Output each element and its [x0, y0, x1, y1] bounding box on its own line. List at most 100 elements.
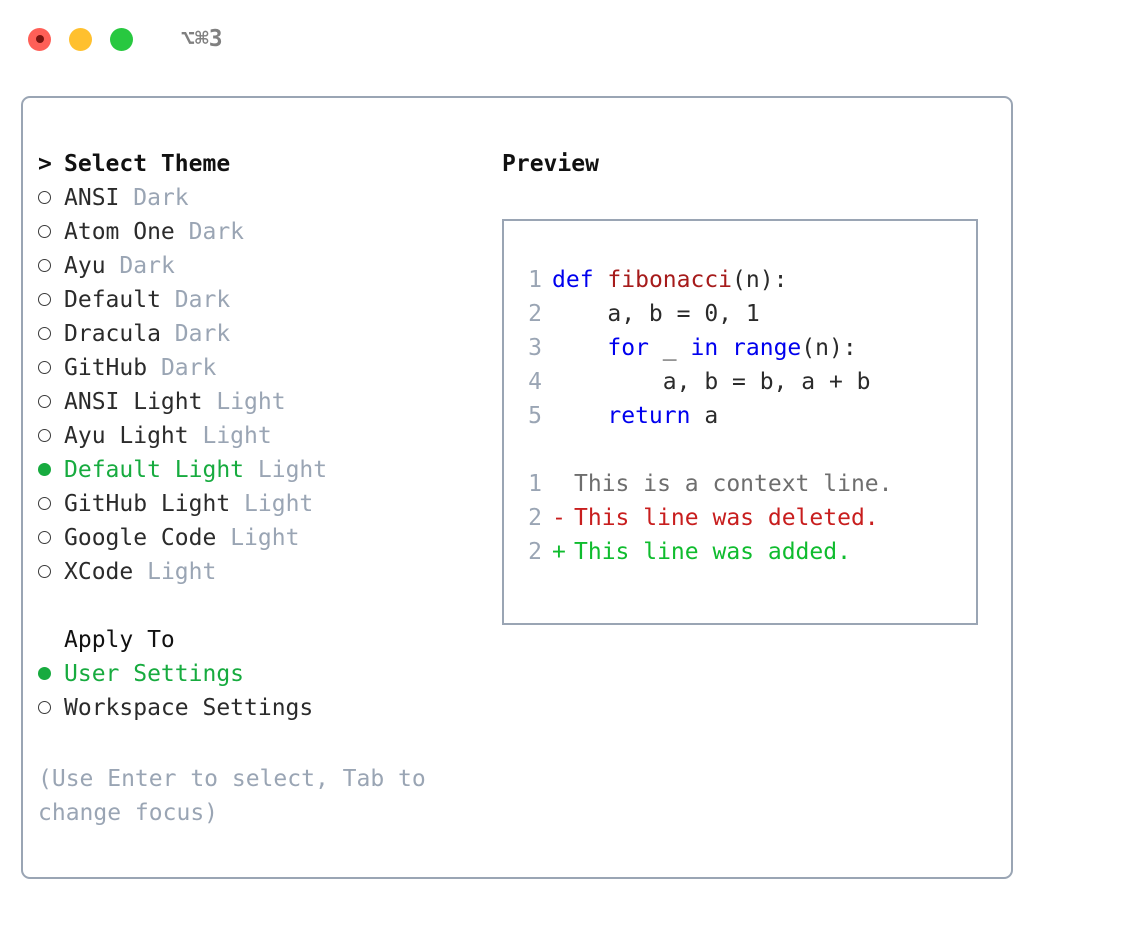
theme-option-dracula[interactable]: Dracula Dark [38, 317, 488, 351]
apply-to-option-workspace-settings[interactable]: Workspace Settings [38, 691, 488, 725]
minimize-window-icon[interactable] [69, 27, 92, 51]
theme-option-label: GitHub [64, 355, 148, 381]
list-gap [38, 589, 488, 623]
code-line-number: 1 [528, 267, 542, 293]
code-token: a, b = b, a + b [552, 369, 871, 395]
theme-option-tag: Light [244, 491, 314, 517]
radio-unselected-icon [38, 224, 51, 238]
radio-unselected-icon [38, 360, 51, 374]
code-line: 3 for _ in range(n): [516, 331, 970, 365]
code-token: return [607, 403, 691, 429]
theme-option-tag: Light [216, 389, 286, 415]
theme-option-tag: Dark [160, 355, 217, 381]
theme-option-default[interactable]: Default Dark [38, 283, 488, 317]
theme-option-tag: Light [257, 457, 328, 483]
diff-sign: + [552, 539, 566, 565]
theme-option-ansi[interactable]: ANSI Dark [38, 181, 488, 215]
code-line: 2 a, b = 0, 1 [516, 297, 970, 331]
code-token [552, 335, 607, 361]
close-window-icon[interactable] [28, 27, 51, 51]
apply-to-option-user-settings[interactable]: User Settings [38, 657, 488, 691]
theme-option-default-light[interactable]: Default Light Light [38, 453, 488, 487]
code-line-number: 5 [528, 403, 542, 429]
code-token: def [552, 267, 594, 293]
theme-option-ansi-light[interactable]: ANSI Light Light [38, 385, 488, 419]
theme-option-tag: Dark [174, 321, 231, 347]
code-token: in [690, 335, 719, 361]
code-line: 5 return a [516, 399, 970, 433]
diff-sign: - [552, 505, 566, 531]
theme-option-tag: Light [147, 559, 217, 585]
radio-unselected-icon [38, 258, 51, 272]
code-token: a, b = 0, 1 [552, 301, 760, 327]
theme-option-label: Default Light [64, 457, 245, 483]
window-titlebar: ⌥⌘3 [0, 0, 1140, 78]
code-token: fibonacci [607, 267, 733, 293]
theme-option-label: ANSI [64, 185, 120, 211]
code-token: for [607, 335, 649, 361]
diff-line: 1 This is a context line. [516, 467, 970, 501]
theme-option-label: Dracula [64, 321, 161, 347]
keyboard-hint: (Use Enter to select, Tab to change focu… [38, 766, 440, 826]
theme-option-label: Ayu Light [64, 423, 189, 449]
code-line-number: 3 [528, 335, 542, 361]
radio-unselected-icon [38, 564, 51, 578]
radio-unselected-icon [38, 496, 51, 510]
diff-line-number: 2 [528, 539, 542, 565]
radio-unselected-icon [38, 190, 51, 204]
apply-to-option-label: User Settings [64, 661, 245, 687]
diff-text: This line was deleted. [574, 505, 879, 531]
radio-selected-icon [38, 666, 51, 680]
diff-line-number: 2 [528, 505, 542, 531]
window-title: ⌥⌘3 [181, 26, 223, 52]
select-theme-heading: > Select Theme [38, 147, 488, 181]
theme-option-github[interactable]: GitHub Dark [38, 351, 488, 385]
radio-selected-icon [38, 462, 51, 476]
diff-text: This is a context line. [574, 471, 893, 497]
theme-option-tag: Light [230, 525, 300, 551]
select-theme-heading-label: Select Theme [64, 151, 231, 177]
prompt-caret-icon: > [38, 151, 66, 177]
apply-to-heading: Apply To [64, 627, 175, 653]
theme-option-label: XCode [64, 559, 134, 585]
theme-option-google-code[interactable]: Google Code Light [38, 521, 488, 555]
radio-unselected-icon [38, 394, 51, 408]
code-line-number: 4 [528, 369, 542, 395]
code-token [718, 335, 732, 361]
theme-option-github-light[interactable]: GitHub Light Light [38, 487, 488, 521]
theme-option-xcode[interactable]: XCode Light [38, 555, 488, 589]
code-token: (n): [801, 335, 857, 361]
code-line: 4 a, b = b, a + b [516, 365, 970, 399]
radio-unselected-icon [38, 292, 51, 306]
diff-line-number: 1 [528, 471, 542, 497]
diff-sign [552, 467, 574, 501]
theme-option-tag: Dark [119, 253, 175, 279]
traffic-light-group [28, 27, 133, 51]
theme-option-tag: Dark [188, 219, 245, 245]
theme-option-ayu-light[interactable]: Ayu Light Light [38, 419, 488, 453]
code-token: range [732, 335, 802, 361]
diff-text: This line was added. [574, 539, 851, 565]
theme-option-atom-one[interactable]: Atom One Dark [38, 215, 488, 249]
theme-option-label: GitHub Light [64, 491, 231, 517]
diff-line: 2-This line was deleted. [516, 501, 970, 535]
radio-unselected-icon [38, 530, 51, 544]
radio-unselected-icon [38, 428, 51, 442]
theme-option-tag: Dark [174, 287, 231, 313]
preview-heading: Preview [502, 151, 599, 177]
theme-option-tag: Light [202, 423, 272, 449]
maximize-window-icon[interactable] [110, 27, 133, 51]
theme-option-label: Atom One [64, 219, 175, 245]
code-token: (n): [732, 267, 788, 293]
radio-unselected-icon [38, 700, 51, 714]
theme-option-ayu[interactable]: Ayu Dark [38, 249, 488, 283]
radio-unselected-icon [38, 326, 51, 340]
diff-sample: 1 This is a context line.2-This line was… [516, 467, 970, 569]
